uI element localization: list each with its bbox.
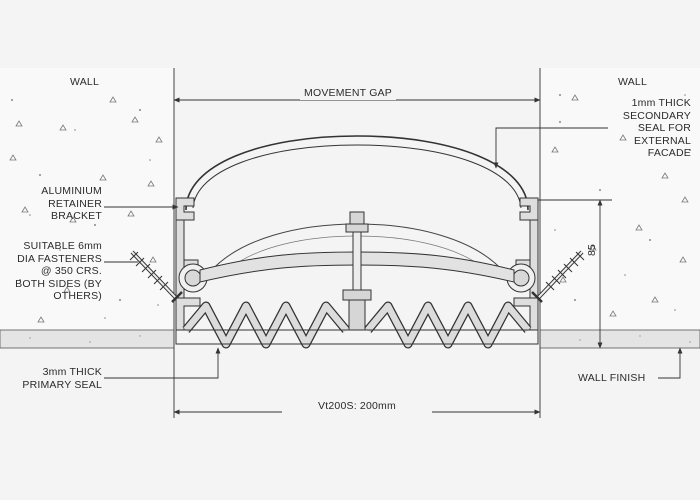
- left-wall-finish: [0, 329, 175, 349]
- left-fastener: [129, 250, 183, 303]
- width-dimension-label: Vt200S: 200mm: [282, 400, 432, 413]
- secondary-seal-dome: [185, 135, 529, 211]
- wall-finish-leader: [658, 347, 683, 379]
- left-retainer-bracket: [175, 197, 208, 331]
- left-wall-label: WALL: [70, 76, 100, 88]
- right-wall-finish: [539, 329, 700, 349]
- right-retainer-bracket: [506, 197, 539, 331]
- retainer-bracket-label: ALUMINIUM RETAINER BRACKET: [41, 185, 102, 222]
- fasteners-label: SUITABLE 6mm DIA FASTENERS @ 350 CRS. BO…: [15, 240, 102, 302]
- right-wall-concrete: [540, 68, 700, 330]
- primary-seal-leader: [104, 347, 221, 379]
- right-wall-label: WALL: [618, 76, 648, 88]
- concrete-texture: [11, 94, 691, 319]
- center-bolt: [342, 211, 372, 331]
- right-fastener: [531, 250, 585, 303]
- height-dimension: [538, 199, 612, 349]
- height-dimension-label: 85: [586, 243, 598, 256]
- movement-gap-label: MOVEMENT GAP: [300, 87, 396, 100]
- secondary-seal-label: 1mm THICK SECONDARY SEAL FOR EXTERNAL FA…: [622, 97, 691, 159]
- primary-seal-label: 3mm THICK PRIMARY SEAL: [22, 366, 102, 391]
- left-wall-concrete: [0, 68, 174, 330]
- secondary-seal-leader: [493, 127, 608, 169]
- spine-plate: [199, 251, 515, 283]
- wall-finish-label: WALL FINISH: [578, 372, 646, 384]
